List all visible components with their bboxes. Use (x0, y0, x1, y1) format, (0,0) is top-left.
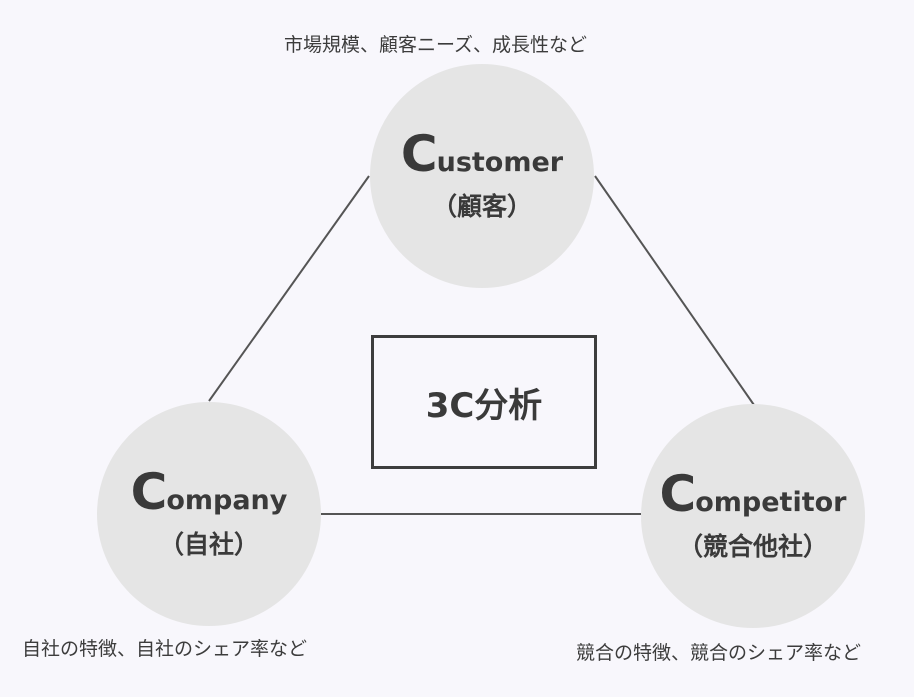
company-rest: ompany (166, 485, 288, 516)
company-description: 自社の特徴、自社のシェア率など (22, 638, 308, 660)
customer-competitor-line (594, 175, 755, 406)
center-title-box: 3C分析 (371, 335, 597, 469)
center-title: 3C分析 (425, 385, 543, 426)
competitor-rest: ompetitor (695, 487, 847, 518)
customer-initial: C (400, 125, 438, 183)
competitor-description: 競合の特徴、競合のシェア率など (576, 642, 862, 664)
company-japanese: （自社） (158, 530, 259, 559)
customer-node: Customer （顧客） (370, 64, 594, 288)
competitor-japanese: （競合他社） (677, 532, 828, 561)
company-node: Company （自社） (97, 402, 321, 626)
customer-label: Customer (401, 129, 563, 179)
competitor-initial: C (659, 465, 697, 523)
company-label: Company (131, 467, 288, 517)
company-initial: C (130, 463, 168, 521)
customer-rest: ustomer (436, 147, 564, 178)
customer-japanese: （顧客） (431, 192, 532, 221)
competitor-label: Competitor (660, 469, 847, 519)
customer-company-line (208, 175, 370, 402)
competitor-node: Competitor （競合他社） (641, 404, 865, 628)
customer-description: 市場規模、顧客ニーズ、成長性など (284, 34, 588, 56)
